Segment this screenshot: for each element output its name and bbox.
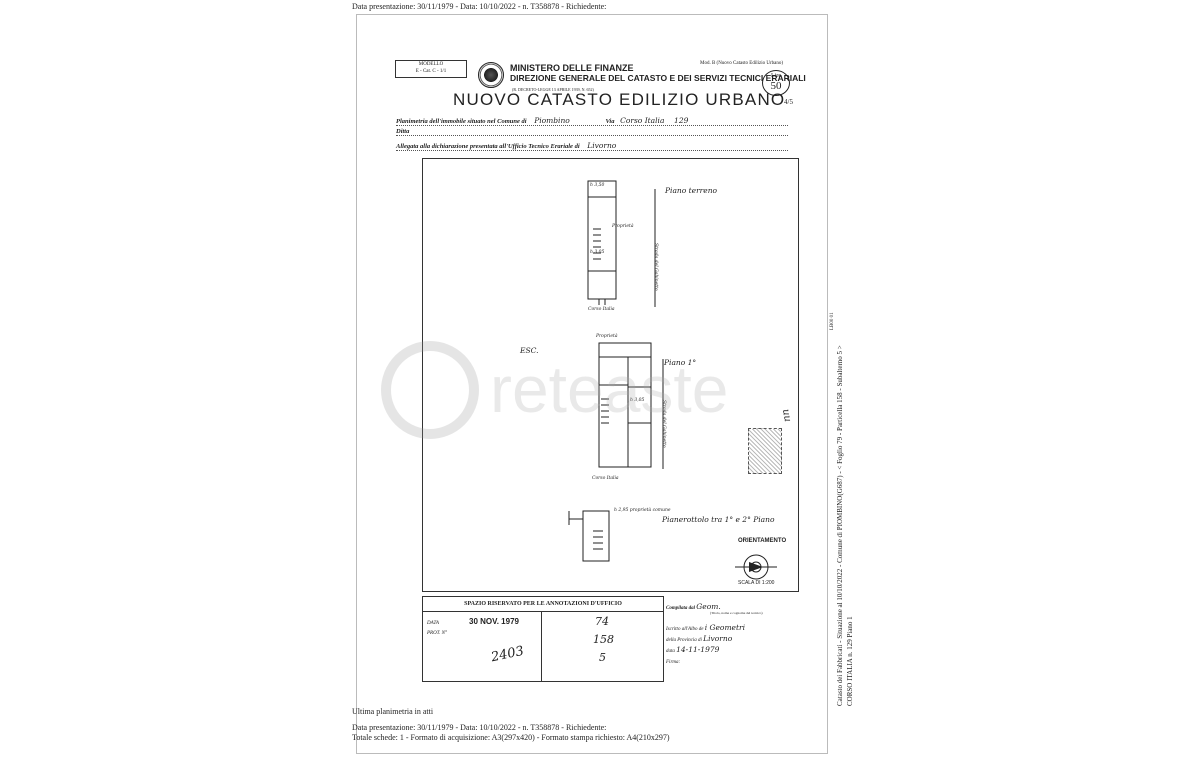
label-h305-2: h 3,05 (630, 398, 645, 403)
revenue-stamp (748, 428, 782, 474)
planimetria-label: Planimetria dell'immobile situato nel Co… (396, 118, 527, 125)
compiler-section: Compilata dal Geom. (Titolo, nome e cogn… (666, 596, 800, 680)
watermark-text: reteaste (490, 352, 728, 426)
label-pianerottolo: Pianerottolo tra 1° e 2° Piano (662, 515, 775, 524)
civico-value: 129 (674, 116, 689, 125)
side-line2: CORSO ITALIA n. 129 Piano 1 (846, 616, 854, 706)
compass-arrow-icon (749, 562, 763, 572)
plan-frame (422, 158, 799, 592)
label-h350: h 3,50 (590, 183, 605, 188)
office-subalterno: 5 (599, 651, 606, 664)
lire-stamp: Lire 50 (762, 70, 790, 96)
label-proprieta-2: Proprietà (596, 334, 618, 339)
label-h305-1: h 3,05 (590, 250, 605, 255)
compiler-data-label: data (666, 649, 675, 654)
footer-line2: Totale schede: 1 - Formato di acquisizio… (352, 733, 670, 742)
ditta-line: Ditta (396, 128, 788, 136)
label-corso-italia-1: Corso Italia (588, 307, 615, 312)
corner-mark: 4/5 (784, 98, 793, 106)
office-header: SPAZIO RISERVATO PER LE ANNOTAZIONI D'UF… (423, 597, 663, 612)
scala-label: SCALA DI 1:200 (738, 580, 775, 586)
compiler-data-value: 14-11-1979 (676, 645, 720, 654)
label-strada-1: Strada del Gabinetto (653, 243, 658, 291)
mod-right-label: Mod. B (Nuovo Catasto Edilizio Urbano) (700, 61, 784, 66)
label-piano-terreno: Piano terreno (665, 186, 718, 195)
allegata-label: Allegata alla dichiarazione presentata a… (396, 143, 580, 150)
watermark-logo-icon (381, 341, 479, 439)
compilata-line: Compilata dal Geom. (666, 602, 800, 611)
ditta-label: Ditta (396, 128, 410, 135)
side-code: LB00 01 (830, 312, 835, 330)
provincia-line: della Provincia di Livorno (666, 634, 800, 643)
via-value: Corso Italia (620, 116, 665, 125)
label-esc: ESC. (520, 346, 539, 355)
footer-line1: Data presentazione: 30/11/1979 - Data: 1… (352, 723, 607, 732)
allegata-line: Allegata alla dichiarazione presentata a… (396, 141, 788, 151)
orientamento-label: ORIENTAMENTO (738, 538, 787, 544)
office-particella: 158 (593, 633, 614, 646)
compilata-value: Geom. (696, 602, 721, 611)
label-proprieta-1: Proprietà (612, 224, 634, 229)
side-line1: Catasto dei Fabbricati - Situazione al 1… (836, 345, 844, 706)
iscritto-label: Iscritto all'Albo de (666, 627, 704, 632)
iscritto-line: Iscritto all'Albo de i Geometri (666, 623, 800, 632)
page-title: NUOVO CATASTO EDILIZIO URBANO (453, 90, 786, 109)
label-h295: h 2,95 proprietà comune (614, 508, 671, 513)
office-prot-label: PROT. N° (427, 631, 447, 636)
direction-name: DIREZIONE GENERALE DEL CATASTO E DEI SER… (510, 73, 806, 83)
office-date-stamp: 30 NOV. 1979 (469, 617, 519, 626)
modello-label: MODELLO (418, 62, 444, 67)
office-foglio: 74 (595, 615, 609, 628)
via-label: Via (605, 118, 615, 125)
footer-ultima: Ultima planimetria in atti (352, 707, 434, 716)
lire-label: Lire (771, 73, 781, 79)
firma-label: Firma: (666, 660, 681, 665)
provincia-label: della Provincia di (666, 638, 702, 643)
office-divider (541, 611, 542, 681)
office-prot-number: 2403 (489, 643, 526, 666)
royal-decree: (R. DECRETO-LEGGE 13 APRILE 1939, N. 652… (512, 87, 594, 92)
watermark: reteaste (370, 330, 810, 450)
office-annotations: SPAZIO RISERVATO PER LE ANNOTAZIONI D'UF… (422, 596, 664, 682)
lire-value: 50 (770, 80, 782, 92)
office-data-label: DATA (427, 621, 439, 626)
ufficio-value: Livorno (587, 141, 617, 150)
label-corso-italia-2: Corso Italia (592, 476, 619, 481)
comune-value: Piombino (534, 116, 570, 125)
provincia-value: Livorno (703, 634, 733, 643)
data-line: data 14-11-1979 (666, 645, 800, 654)
modello-box: MODELLO E - Cat. C - 1/1 (395, 60, 467, 78)
modello-sub: E - Cat. C - 1/1 (415, 69, 447, 74)
top-header: Data presentazione: 30/11/1979 - Data: 1… (352, 2, 607, 11)
compilata-label: Compilata dal (666, 606, 696, 611)
planimetria-line: Planimetria dell'immobile situato nel Co… (396, 116, 788, 126)
sheet-border (356, 14, 828, 754)
nome-hint: (Titolo, nome e cognome del tecnico) (710, 611, 763, 615)
label-piano-primo: Piano 1° (664, 358, 697, 367)
ministry-name: MINISTERO DELLE FINANZE (510, 63, 634, 73)
republic-emblem-icon (478, 62, 504, 88)
iscritto-value: i Geometri (704, 623, 745, 632)
floor-plan-drawing (568, 180, 777, 580)
